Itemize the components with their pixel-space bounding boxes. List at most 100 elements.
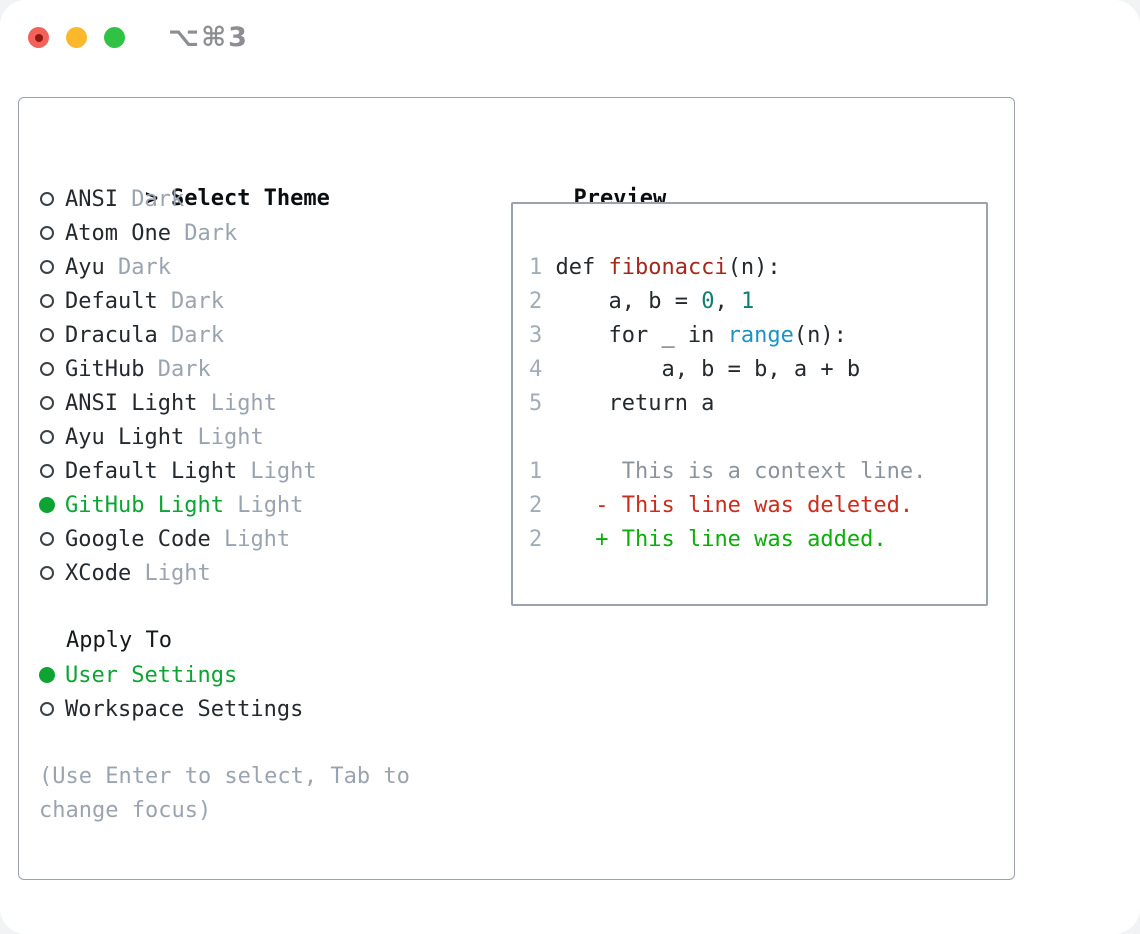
preview-line: 4 a, b = b, a + b [529, 353, 986, 387]
theme-variant-label: Dark [157, 288, 224, 314]
select-theme-header: >Select Theme [39, 148, 489, 211]
radio-unselected-icon [40, 260, 54, 274]
theme-option-label: ANSI Light [65, 390, 198, 416]
theme-option-label: Default Light [65, 458, 238, 484]
preview-line: 2 a, b = 0, 1 [529, 285, 986, 319]
code-token-p [555, 493, 595, 518]
apply-option-label: User Settings [65, 662, 238, 688]
apply-option-user-settings[interactable]: User Settings [39, 658, 489, 692]
code-token-fn: fibonacci [608, 255, 728, 280]
code-token-num: 0 [701, 289, 715, 314]
theme-option-atom-one[interactable]: Atom One Dark [39, 216, 489, 250]
radio-unselected-icon [40, 464, 54, 478]
preview-line: 1 def fibonacci(n): [529, 251, 986, 285]
theme-option-label: GitHub [65, 356, 145, 382]
line-number: 5 [529, 391, 543, 416]
code-token-p: , [714, 289, 741, 314]
line-number: 1 [529, 255, 543, 280]
theme-variant-label: Light [197, 390, 277, 416]
radio-selected-icon [39, 667, 55, 683]
line-number: 1 [529, 459, 543, 484]
theme-option-ansi[interactable]: ANSI Dark [39, 182, 489, 216]
radio-selected-icon [39, 497, 55, 513]
theme-option-label: Default [65, 288, 158, 314]
code-token-p: a, b = b, a + b [555, 357, 861, 382]
zoom-button[interactable] [104, 27, 125, 48]
code-token-num: 1 [740, 289, 755, 314]
theme-option-label: Ayu [65, 254, 105, 280]
theme-variant-label: Light [237, 458, 317, 484]
theme-variant-label: Dark [170, 220, 238, 246]
preview-blank-line [529, 421, 986, 455]
preview-line: 1 This is a context line. [529, 455, 986, 489]
window-title: ⌥⌘3 [168, 22, 249, 53]
apply-option-workspace-settings[interactable]: Workspace Settings [39, 692, 489, 726]
radio-unselected-icon [40, 566, 54, 580]
close-button[interactable] [28, 27, 49, 48]
preview-line: 2 + This line was added. [529, 523, 986, 557]
spacer [39, 590, 489, 624]
code-token-add: + This line was added. [595, 527, 887, 552]
theme-variant-label: Dark [157, 322, 224, 348]
theme-option-label: GitHub Light [65, 492, 224, 518]
theme-variant-label: Light [184, 424, 264, 450]
radio-unselected-icon [40, 226, 54, 240]
theme-variant-label: Dark [144, 356, 211, 382]
line-number: 2 [529, 289, 543, 314]
preview-header: Preview [494, 148, 666, 211]
theme-variant-label: Dark [117, 186, 185, 212]
theme-option-label: ANSI [65, 186, 118, 212]
code-token-p: def [555, 255, 609, 280]
theme-variant-label: Light [131, 560, 211, 586]
theme-option-ayu[interactable]: Ayu Dark [39, 250, 489, 284]
code-token-p [555, 527, 595, 552]
apply-option-label: Workspace Settings [65, 696, 304, 722]
line-number: 2 [529, 493, 543, 518]
minimize-button[interactable] [66, 27, 87, 48]
code-token-bi: range [727, 323, 794, 348]
apply-to-header: Apply To [66, 628, 172, 653]
radio-unselected-icon [40, 328, 54, 342]
theme-option-label: XCode [65, 560, 132, 586]
line-number: 4 [529, 357, 543, 382]
theme-option-label: Ayu Light [65, 424, 185, 450]
theme-option-dracula[interactable]: Dracula Dark [39, 318, 489, 352]
radio-unselected-icon [40, 294, 54, 308]
preview-line: 5 return a [529, 387, 986, 421]
code-token-p: a, b = [555, 289, 702, 314]
theme-option-default-light[interactable]: Default Light Light [39, 454, 489, 488]
radio-unselected-icon [40, 532, 54, 546]
keyboard-hint: (Use Enter to select, Tab to change focu… [39, 764, 410, 823]
theme-option-default[interactable]: Default Dark [39, 284, 489, 318]
radio-unselected-icon [40, 396, 54, 410]
radio-unselected-icon [40, 430, 54, 444]
theme-variant-label: Dark [104, 254, 171, 280]
theme-option-github-light[interactable]: GitHub Light Light [39, 488, 489, 522]
theme-option-ansi-light[interactable]: ANSI Light Light [39, 386, 489, 420]
titlebar: ⌥⌘3 [0, 0, 1140, 72]
theme-option-google-code[interactable]: Google Code Light [39, 522, 489, 556]
code-token-p: for _ in [555, 323, 728, 348]
theme-option-ayu-light[interactable]: Ayu Light Light [39, 420, 489, 454]
theme-option-label: Dracula [65, 322, 158, 348]
preview-line: 2 - This line was deleted. [529, 489, 986, 523]
theme-option-github[interactable]: GitHub Dark [39, 352, 489, 386]
preview-line: 3 for _ in range(n): [529, 319, 986, 353]
theme-variant-label: Light [223, 492, 304, 518]
focus-pointer-icon: > [144, 186, 159, 211]
line-number: 2 [529, 527, 543, 552]
theme-option-label: Atom One [65, 220, 171, 246]
theme-option-xcode[interactable]: XCode Light [39, 556, 489, 590]
line-number: 3 [529, 323, 543, 348]
theme-variant-label: Light [210, 526, 291, 552]
radio-unselected-icon [40, 192, 54, 206]
radio-unselected-icon [40, 362, 54, 376]
code-token-p: (n): [727, 255, 781, 280]
code-token-p: (n): [793, 323, 847, 348]
